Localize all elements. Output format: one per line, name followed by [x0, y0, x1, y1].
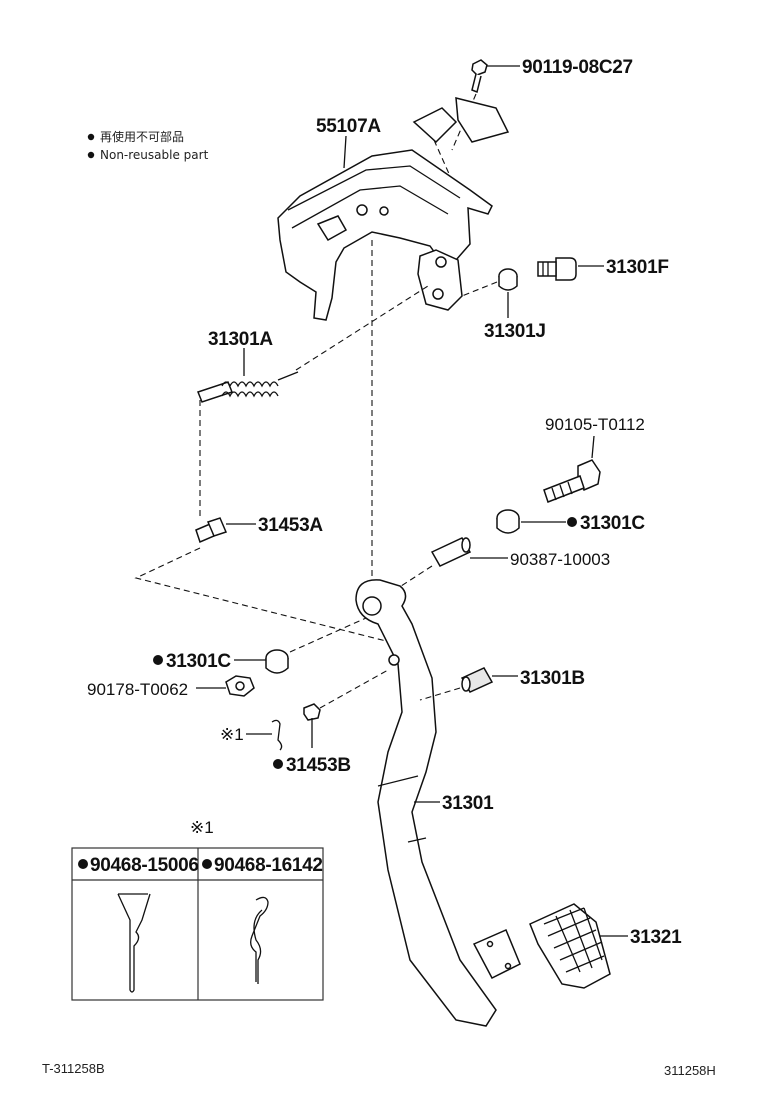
inset-title: ※1: [190, 818, 214, 837]
non-reusable-dot-icon: [87, 133, 95, 141]
label-31453b: 31453B: [286, 755, 351, 776]
inset-col2-label: 90468-16142: [214, 855, 323, 876]
label-90178-t0062: 90178-T0062: [87, 680, 188, 699]
non-reusable-dot-icon: [202, 859, 212, 869]
label-31301c-right: 31301C: [580, 513, 645, 534]
stopper-31301b: [419, 667, 518, 701]
pin-31453b: [303, 669, 389, 748]
pedal-pad-31321: [529, 903, 628, 989]
bushing-31301c-left: [234, 617, 367, 674]
clip-ref-1: [246, 719, 283, 751]
clip-variants-inset: ※1 90468-15006 90468-16142: [71, 818, 324, 1001]
bushing-31301c-right: [496, 509, 566, 534]
footer-right-code: 311258H: [664, 1063, 716, 1078]
label-31453a: 31453A: [258, 515, 323, 536]
label-31301f: 31301F: [606, 257, 669, 278]
inset-col1-label: 90468-15006: [90, 855, 199, 876]
non-reusable-dot-icon: [78, 859, 88, 869]
label-31301a: 31301A: [208, 329, 273, 350]
non-reusable-dot-icon: [153, 655, 163, 665]
label-31301j: 31301J: [484, 321, 546, 342]
spring-31301a: [197, 285, 429, 403]
non-reusable-dot-icon: [567, 517, 577, 527]
legend-en: Non-reusable part: [100, 148, 209, 162]
label-90387-10003: 90387-10003: [510, 550, 610, 569]
label-90105-t0112: 90105-T0112: [545, 415, 645, 434]
pedal-bracket-55107a: [277, 135, 493, 321]
bolt-90105: [543, 435, 601, 503]
footer-left-code: T-311258B: [42, 1061, 105, 1076]
legend: 再使用不可部品 Non-reusable part: [87, 129, 209, 162]
label-31301c-left: 31301C: [166, 651, 231, 672]
bolt-31301f: [537, 257, 604, 281]
nut-90178: [196, 675, 255, 697]
pedal-arm-31301: [355, 579, 521, 1027]
collar-90387: [397, 537, 508, 589]
legend-jp: 再使用不可部品: [100, 129, 184, 144]
non-reusable-dot-icon: [87, 151, 95, 159]
label-31301: 31301: [442, 793, 494, 814]
label-31321: 31321: [630, 927, 682, 948]
label-90119-08c27: 90119-08C27: [522, 57, 633, 78]
pin-31453a: [195, 517, 256, 544]
label-31301b: 31301B: [520, 668, 585, 689]
non-reusable-dot-icon: [273, 759, 283, 769]
bolt-90119: [412, 59, 520, 177]
collar-31301j: [461, 268, 518, 318]
note-ref-1: ※1: [220, 725, 244, 744]
label-55107a: 55107A: [316, 116, 381, 137]
